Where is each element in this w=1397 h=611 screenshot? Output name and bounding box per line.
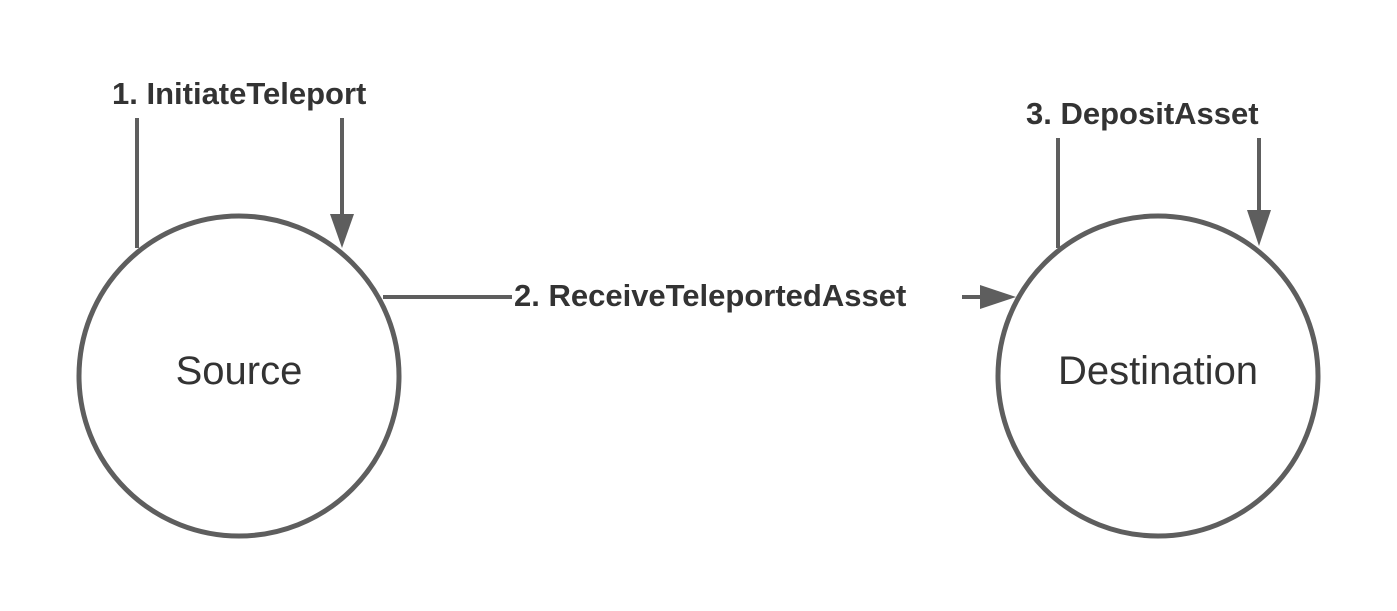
node-source: Source (76, 213, 402, 539)
edge-deposit-asset: 3. DepositAsset (1026, 96, 1271, 248)
node-source-circle (76, 213, 402, 539)
edge-initiate-arrowhead (330, 214, 354, 248)
edge-receive-teleported-asset: 2. ReceiveTeleportedAsset (383, 278, 1016, 313)
edge-receive-arrowhead (980, 285, 1016, 309)
edge-receive-label: 2. ReceiveTeleportedAsset (514, 278, 906, 313)
edge-deposit-arrowhead (1247, 210, 1271, 246)
node-destination: Destination (995, 213, 1321, 539)
edge-deposit-label: 3. DepositAsset (1026, 96, 1259, 131)
edge-initiate-teleport: 1. InitiateTeleport (112, 76, 366, 248)
node-destination-label: Destination (1058, 349, 1258, 393)
node-destination-circle (995, 213, 1321, 539)
node-source-label: Source (176, 349, 303, 393)
edge-initiate-label: 1. InitiateTeleport (112, 76, 366, 111)
